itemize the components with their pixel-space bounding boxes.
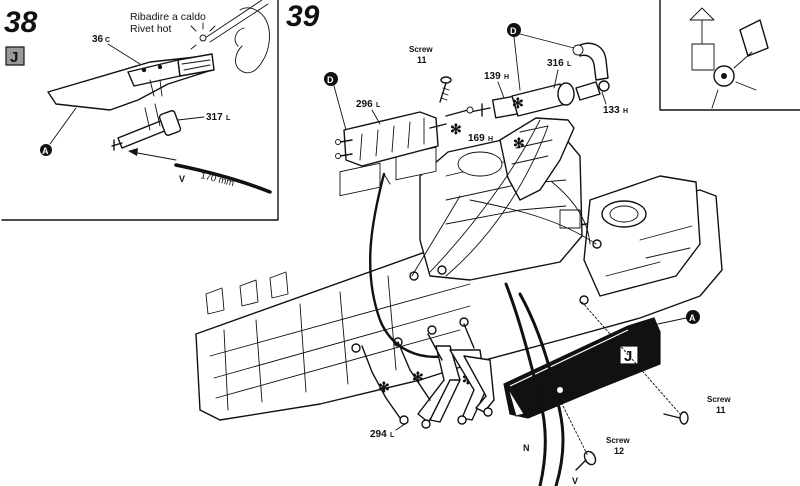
- label-317: 317: [206, 112, 223, 123]
- callout-a-38: A: [42, 146, 49, 156]
- soldering-iron-illustration: [190, 0, 270, 74]
- step-38-panel: 38 J Ribadire a caldo Rivet hot 36 C: [1, 0, 279, 221]
- leader-139h: [497, 81, 505, 99]
- part-36c-bracket: [47, 53, 215, 111]
- label-316-suffix: L: [567, 61, 572, 68]
- step-38-badge-letter: J: [10, 49, 18, 66]
- leader-36c: [107, 43, 141, 65]
- label-133: 133: [603, 105, 620, 116]
- part-j-plate: [503, 317, 661, 419]
- length-170mm: 170 mm: [199, 170, 235, 189]
- leader-callout-a-39: [657, 317, 687, 325]
- callout-a-38-marker: [40, 144, 52, 156]
- label-294-suffix: L: [390, 432, 395, 439]
- part-294l-exhaust: [361, 323, 495, 429]
- screw-11-right: 11: [716, 405, 726, 415]
- label-36-suffix: C: [105, 37, 110, 44]
- asterisk-1: ✻: [450, 121, 462, 137]
- label-296: 296: [356, 99, 373, 110]
- wire-v-39-label: V: [572, 476, 578, 486]
- label-317-suffix: L: [226, 115, 231, 122]
- inset-panel-top-right: [659, 0, 800, 111]
- screw-11-right-illustration: [581, 301, 689, 425]
- callout-a-39-marker: [686, 310, 700, 324]
- callout-d-left-marker: [324, 72, 338, 86]
- label-139-suffix: H: [504, 74, 509, 81]
- leader-callout-a-38: [49, 107, 77, 145]
- asterisk-3: ✻: [513, 135, 525, 151]
- label-169: 169: [468, 133, 485, 144]
- screw-11-top-illustration: [439, 76, 452, 103]
- wire-v-38-label: V: [179, 174, 185, 184]
- step-39-badge-letter: J: [624, 348, 632, 365]
- label-169-suffix: H: [488, 136, 493, 143]
- wire-v-38: [128, 148, 272, 194]
- asterisk-2: ✻: [512, 95, 524, 111]
- screw-label-bottom: Screw: [606, 436, 630, 445]
- label-294: 294: [370, 429, 387, 440]
- leader-296l: [371, 109, 381, 125]
- label-296-suffix: L: [376, 102, 381, 109]
- label-316: 316: [547, 58, 564, 69]
- step-38-border: [1, 0, 279, 221]
- gearbox-chassis: [195, 117, 723, 421]
- pipe-elbow: [572, 42, 609, 81]
- callout-d-right: D: [510, 26, 517, 36]
- screw-11-top: 11: [417, 55, 427, 65]
- callout-d-right-marker: [507, 23, 521, 37]
- part-296l-block: [335, 111, 447, 167]
- inset-border: [659, 0, 800, 111]
- callout-d-left: D: [327, 75, 334, 85]
- rivet-hot-italian: Ribadire a caldo: [130, 11, 206, 23]
- wire-n-label: N: [523, 443, 530, 453]
- leader-294l: [395, 421, 409, 431]
- screw-label-top: Screw: [409, 45, 433, 54]
- asterisk-4: ✻: [378, 379, 390, 395]
- asterisk-5: ✻: [412, 369, 424, 385]
- step-38-badge: J: [5, 46, 25, 66]
- step-39: 39: [195, 0, 731, 486]
- part-317l: [111, 103, 182, 151]
- leader-316l: [553, 69, 559, 89]
- callout-a-39: A: [689, 313, 696, 323]
- screw-12: 12: [614, 446, 624, 456]
- part-169h: [445, 106, 474, 117]
- screw-12-illustration: [555, 391, 597, 471]
- wiring-harness: [368, 119, 597, 358]
- leader-d-right: [513, 33, 575, 91]
- pump-assembly: [469, 80, 610, 119]
- rivet-hot-english: Rivet hot: [130, 23, 172, 35]
- step-38-number: 38: [4, 6, 38, 39]
- label-139: 139: [484, 71, 501, 82]
- wires-n-v: [504, 282, 565, 486]
- screw-label-right: Screw: [707, 395, 731, 404]
- label-36: 36: [92, 34, 104, 45]
- label-133-suffix: H: [623, 108, 628, 115]
- leader-317l: [177, 116, 205, 121]
- step-39-number: 39: [286, 0, 320, 33]
- leader-d-left: [333, 85, 347, 131]
- leader-133h: [601, 91, 607, 105]
